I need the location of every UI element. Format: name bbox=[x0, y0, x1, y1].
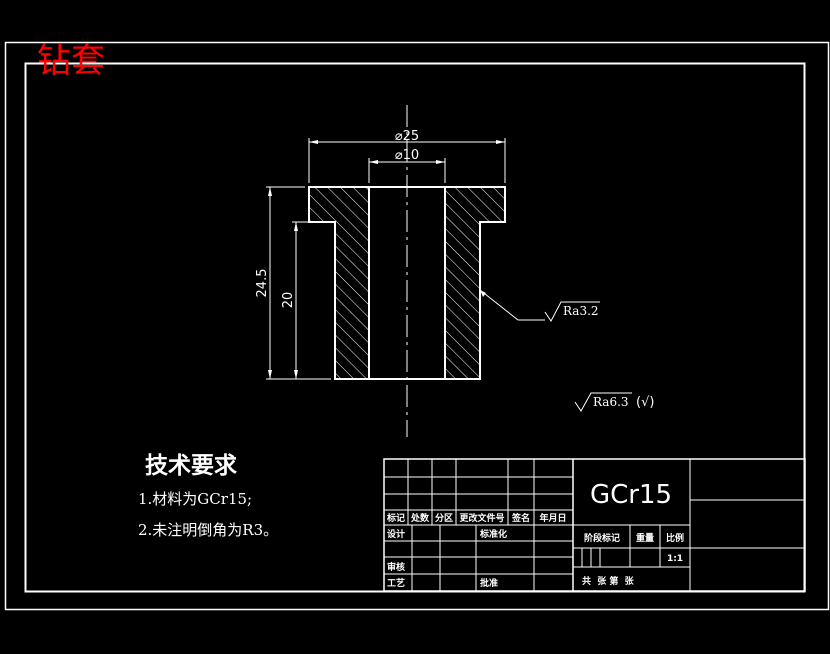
rev-header-mark: 标记 bbox=[386, 512, 405, 524]
title-block-material: GCr15 bbox=[590, 480, 672, 510]
dim-inner-diameter: ⌀10 bbox=[395, 148, 419, 163]
title-block-labels: 标记 处数 分区 更改文件号 签名 年月日 设计 标准化 审核 工艺 批准 阶段… bbox=[386, 512, 684, 589]
tech-requirement-item: 2.未注明倒角为R3。 bbox=[138, 521, 278, 539]
label-stage-mark: 阶段标记 bbox=[584, 532, 620, 544]
dimensions bbox=[266, 138, 545, 380]
label-design: 设计 bbox=[387, 528, 405, 540]
roughness-general-value: Ra6.3 bbox=[593, 395, 629, 409]
tech-requirements-heading: 技术要求 bbox=[145, 452, 237, 479]
roughness-local-value: Ra3.2 bbox=[563, 304, 599, 318]
label-standardization: 标准化 bbox=[479, 528, 507, 540]
label-review: 审核 bbox=[387, 561, 405, 573]
roughness-symbol-general bbox=[574, 392, 632, 412]
roughness-leader bbox=[479, 289, 519, 321]
outer-frame bbox=[4, 41, 830, 611]
roughness-general-suffix: (√) bbox=[636, 395, 654, 410]
label-scale: 比例 bbox=[666, 532, 684, 544]
dim-outer-diameter: ⌀25 bbox=[395, 129, 419, 144]
label-process: 工艺 bbox=[387, 577, 405, 589]
dim-body-height: 20 bbox=[281, 292, 296, 309]
tech-requirement-item: 1.材料为GCr15; bbox=[138, 490, 252, 508]
rev-header-change-doc: 更改文件号 bbox=[459, 512, 504, 524]
drawing-title: 钻套 bbox=[37, 41, 105, 81]
rev-header-date: 年月日 bbox=[539, 512, 566, 524]
left-wall-hatch bbox=[309, 187, 369, 379]
scale-value: 1:1 bbox=[667, 554, 683, 564]
title-block bbox=[383, 458, 806, 592]
rev-header-zone: 分区 bbox=[435, 512, 453, 524]
rev-header-signature: 签名 bbox=[511, 512, 530, 524]
dim-total-height: 24.5 bbox=[255, 269, 270, 298]
label-approve: 批准 bbox=[480, 577, 498, 589]
label-weight: 重量 bbox=[636, 532, 654, 544]
roughness-symbol-local bbox=[544, 301, 600, 322]
right-wall-hatch bbox=[445, 187, 505, 379]
dimension-arrows bbox=[268, 140, 505, 379]
rev-header-count: 处数 bbox=[410, 512, 430, 524]
sheet-info: 共 张 第 张 bbox=[582, 575, 635, 587]
